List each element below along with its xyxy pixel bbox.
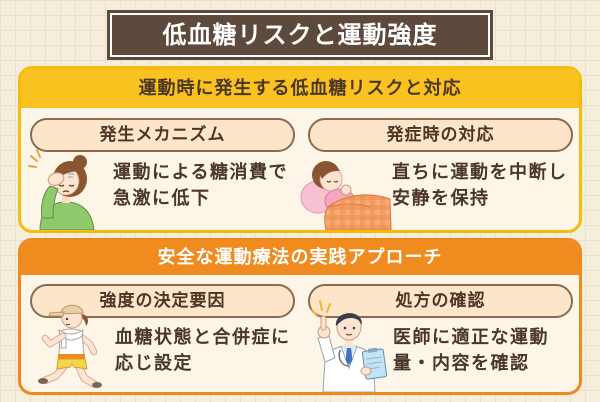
blanket <box>324 194 392 230</box>
necktie <box>345 348 353 365</box>
description-line: 安静を保持 <box>392 188 490 209</box>
resting-person-hand <box>340 184 352 196</box>
runner-illustration <box>38 304 102 388</box>
prescription-label: 処方の確認 <box>308 284 573 318</box>
stethoscope <box>338 349 350 367</box>
runner-front-arm <box>41 332 67 348</box>
dizzy-marks <box>28 149 41 168</box>
approach-section-heading: 安全な運動療法の実践アプローチ <box>21 241 579 275</box>
approach-section: 安全な運動療法の実践アプローチ 強度の決定要因 <box>18 238 582 395</box>
runner-back-arm <box>76 332 98 356</box>
risk-section-heading: 運動時に発生する低血糖リスクと対応 <box>21 69 579 108</box>
page-title: 低血糖リスクと運動強度 <box>107 10 493 60</box>
headache-woman-illustration <box>28 149 95 230</box>
mechanism-description: 運動による糖消費で 急激に低下 <box>113 160 288 212</box>
shoe <box>92 382 102 388</box>
response-description: 直ちに運動を中断し 安静を保持 <box>392 160 568 212</box>
description-line: 血糖状態と合併症に <box>115 327 291 348</box>
woman-head <box>52 155 87 197</box>
prescription-description: 医師に適正な運動 量・内容を確認 <box>393 325 549 377</box>
description-line: 急激に低下 <box>113 188 211 209</box>
spark-marks <box>311 300 331 317</box>
doctor-head <box>335 313 363 341</box>
doctor-neck <box>345 338 353 347</box>
intensity-description: 血糖状態と合併症に 応じ設定 <box>115 325 291 377</box>
risk-section: 運動時に発生する低血糖リスクと対応 発生メカニズム <box>18 66 582 233</box>
doctor-illustration <box>311 300 388 392</box>
description-line: 量・内容を確認 <box>393 353 530 374</box>
description-line: 運動による糖消費で <box>113 162 288 183</box>
shoe <box>38 378 48 384</box>
description-line: 医師に適正な運動 <box>393 327 549 348</box>
mechanism-label: 発生メカニズム <box>30 118 295 152</box>
resting-in-bed-illustration <box>300 161 392 230</box>
cap <box>48 304 84 317</box>
doctor-hand <box>360 366 372 376</box>
waistband <box>58 354 85 359</box>
raised-finger-hand <box>317 315 336 363</box>
hand-on-forehead <box>41 172 65 219</box>
description-line: 応じ設定 <box>115 353 193 374</box>
description-line: 直ちに運動を中断し <box>392 162 568 183</box>
response-label: 発症時の対応 <box>308 118 573 152</box>
coat-lapels <box>340 345 358 370</box>
runner-shorts <box>56 358 88 370</box>
